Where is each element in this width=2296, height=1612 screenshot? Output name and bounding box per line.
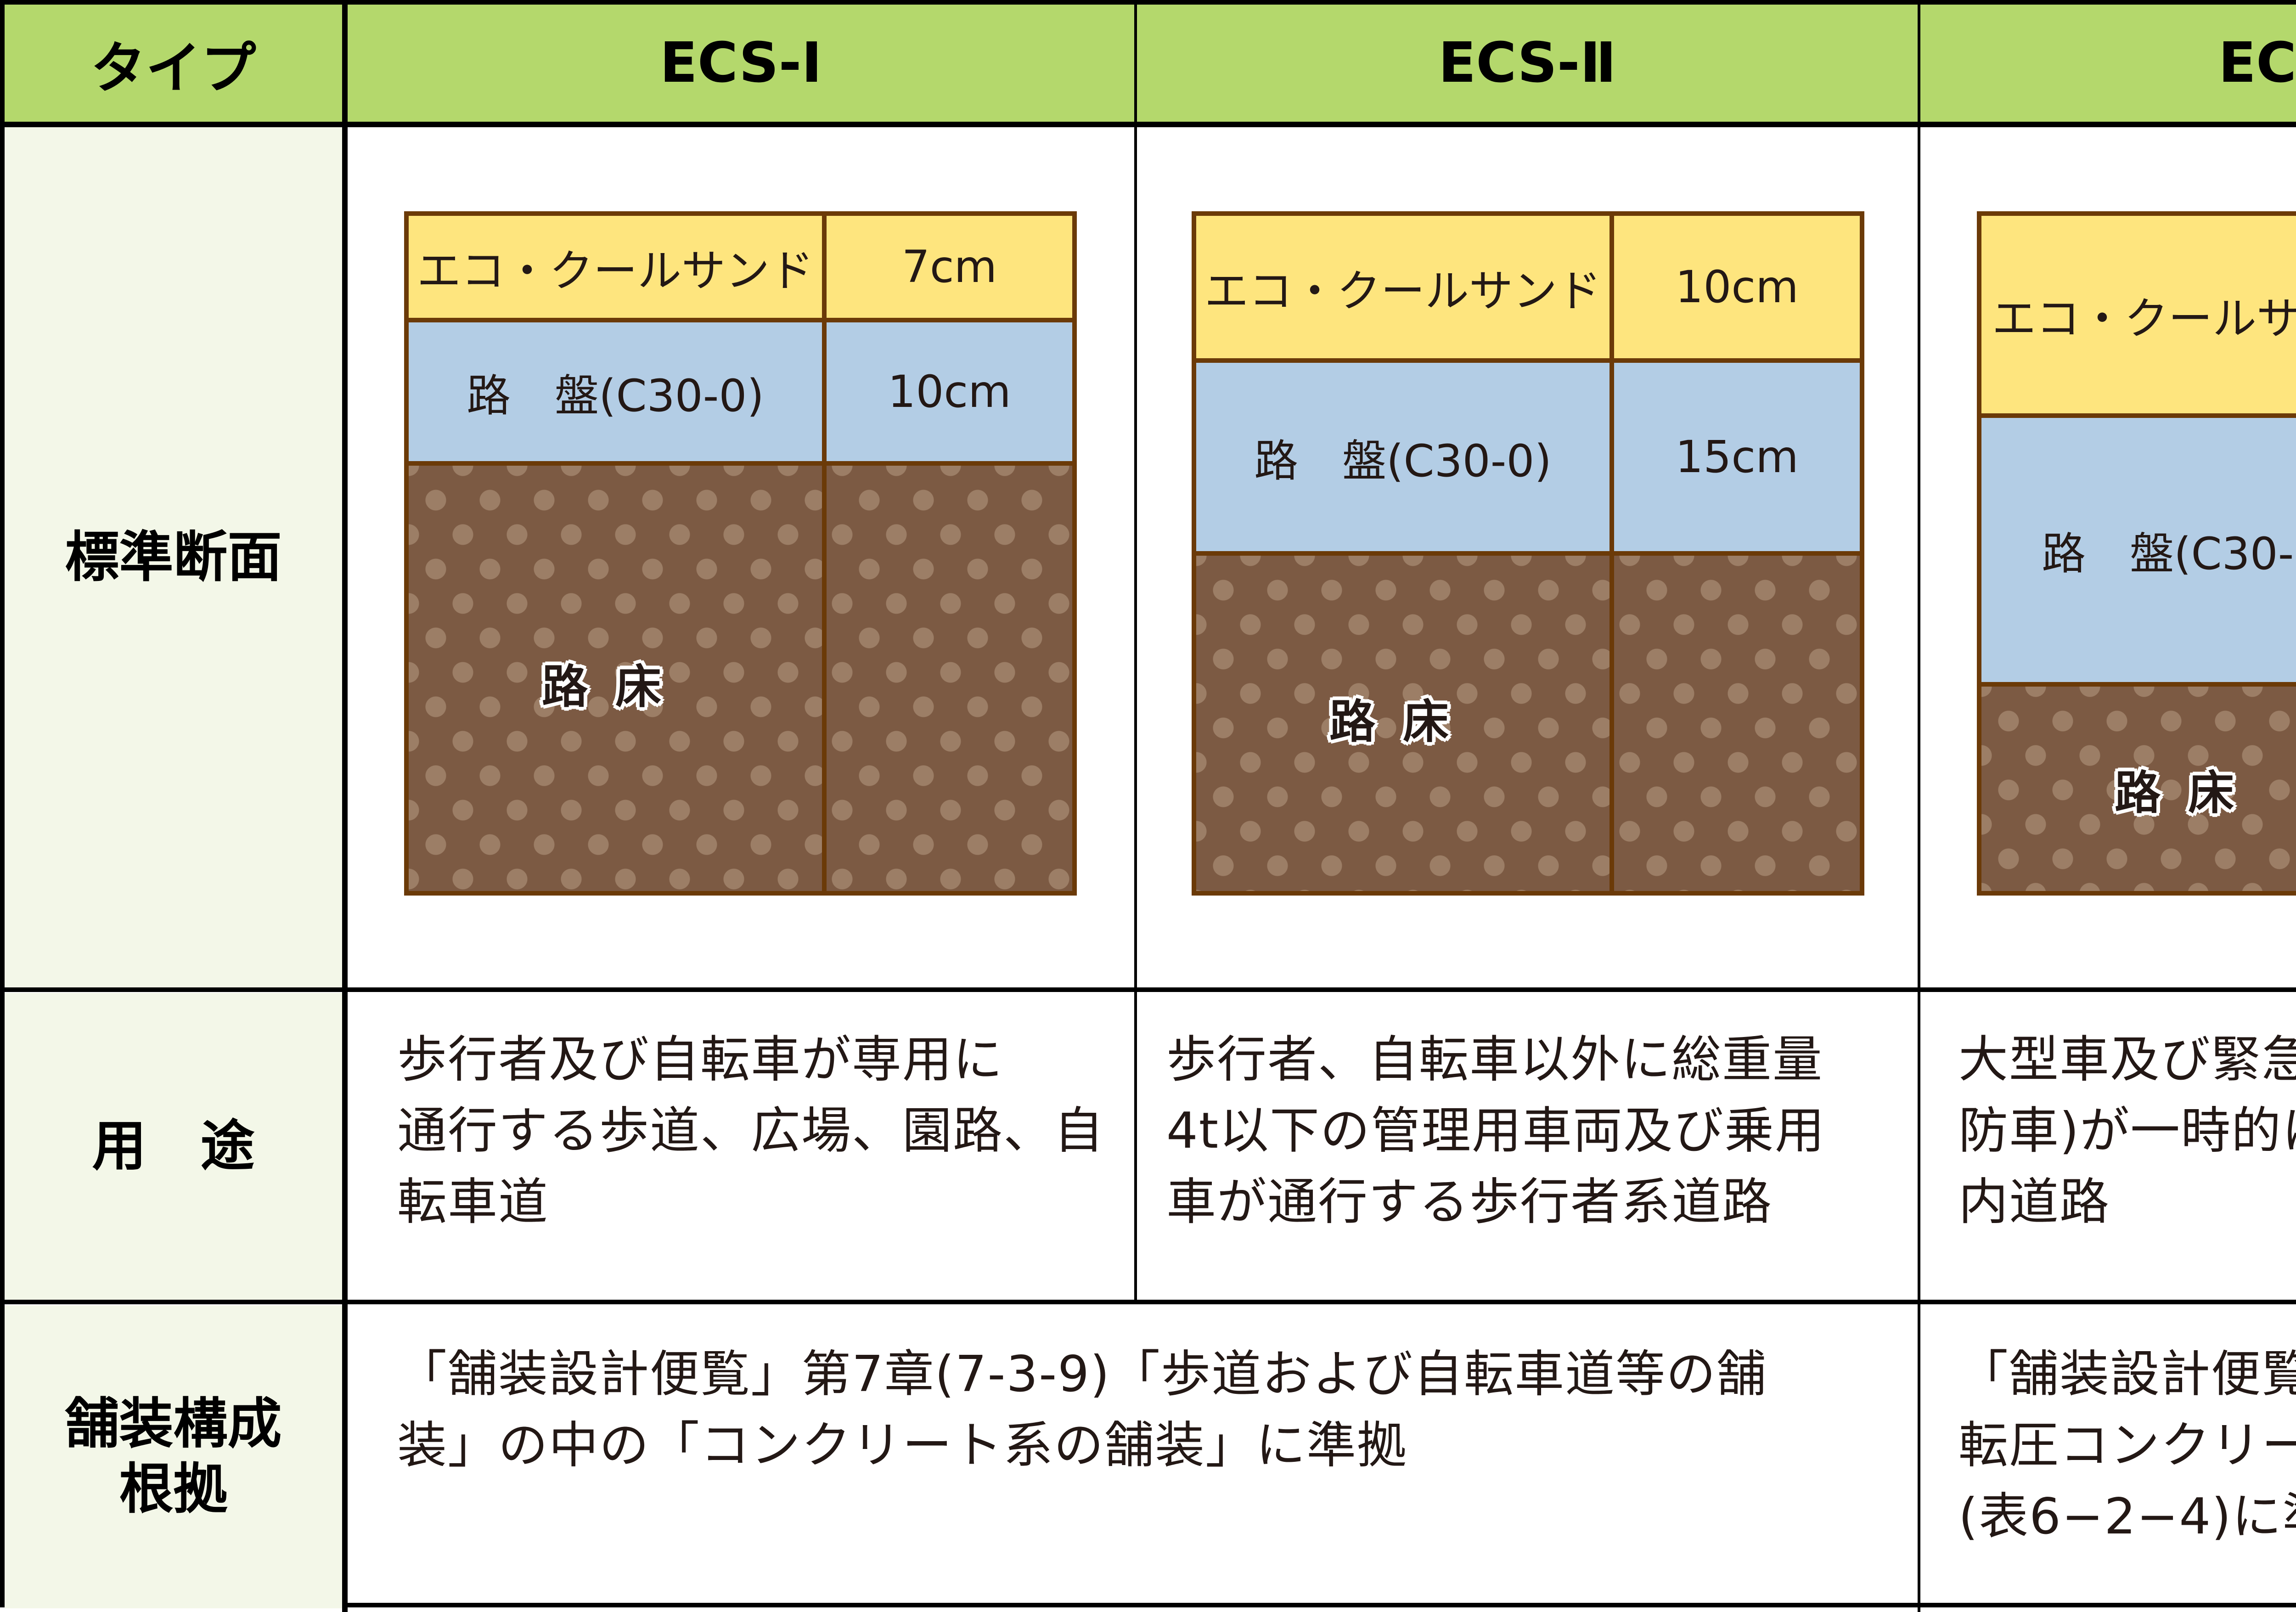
text-line: 車が通行する歩行者系道路 [1166,1173,1773,1231]
header-type-cell: タイプ [5,5,342,122]
divider [5,987,2296,992]
layer-eco-cool-sand: エコ・クールサンド 7cm [409,216,1072,322]
row-label-section: 標準断面 [5,127,342,987]
text-line: 転圧コンクリートの版厚 [1958,1417,2296,1474]
layer-name: 路床 [2115,766,2262,820]
usage-label: 用 途 [92,1114,255,1178]
layer-subgrade: 路床 [1981,687,2296,891]
divider [5,122,2296,127]
text-line: 防車)が一時的に進入する構 [1958,1102,2296,1160]
header-ecs-1-label: ECS-Ⅰ [659,31,822,95]
layer-roadbed-base: 路 盤(C30-0) 25cm [1981,418,2296,687]
usage-ecs-2: 歩行者、自転車以外に総重量 4t以下の管理用車両及び乗用 車が通行する歩行者系道… [1166,1024,1825,1238]
layer-roadbed-base: 路 盤(C30-0) 10cm [409,322,1072,466]
text-line: 転車道 [397,1173,549,1231]
header-ecs-2-label: ECS-Ⅱ [1438,31,1616,95]
layer-thickness: 7cm [822,216,1072,318]
cross-section-ecs-3: エコ・クールサンド 15cm 路 盤(C30-0) 25cm 路床 [1977,211,2296,896]
text-line: 4t以下の管理用車両及び乗用 [1166,1102,1826,1160]
header-ecs-1: ECS-Ⅰ [348,5,1134,122]
divider [1134,5,1137,1304]
cross-section-ecs-2: エコ・クールサンド 10cm 路 盤(C30-0) 15cm 路床 [1192,211,1864,896]
basis-label-line1: 舗装構成 [65,1392,282,1456]
cross-section-ecs-1: エコ・クールサンド 7cm 路 盤(C30-0) 10cm 路床 [404,211,1077,896]
divider [342,5,348,1612]
layer-name: 路 盤(C30-0) [467,370,764,422]
divider [5,1300,2296,1304]
text-line: (表6−2−4)に準拠 [1958,1488,2296,1545]
usage-ecs-3: 大型車及び緊急車両(大型消 防車)が一時的に進入する構 内道路 [1958,1024,2296,1238]
layer-thickness: 10cm [822,322,1072,461]
text-line: 「舗装設計便覧」における [1958,1346,2296,1403]
text-line: 歩行者及び自転車が専用に [397,1031,1004,1088]
layer-thickness: 10cm [1609,216,1860,358]
layer-eco-cool-sand: エコ・クールサンド 10cm [1196,216,1860,363]
layer-thickness: 15cm [1609,363,1860,551]
text-line: 装」の中の「コンクリート系の舗装」に準拠 [397,1417,1408,1474]
layer-name: 路 盤(C30-0) [1254,435,1552,487]
layer-roadbed-base: 路 盤(C30-0) 15cm [1196,363,1860,556]
basis-ecs-3: 「舗装設計便覧」における 転圧コンクリートの版厚 (表6−2−4)に準拠 [1958,1339,2296,1552]
layer-name: エコ・クールサンド [417,245,814,297]
layer-name: 路 盤(C30-0) [2042,528,2296,580]
layer-subgrade: 路床 [409,466,1072,891]
row-label-basis: 舗装構成 根拠 [5,1305,342,1608]
text-line: 歩行者、自転車以外に総重量 [1166,1031,1823,1088]
section-label: 標準断面 [65,525,282,589]
text-line: 内道路 [1958,1173,2110,1231]
layer-subgrade: 路床 [1196,556,1860,891]
layer-name: 路床 [542,660,689,714]
header-ecs-3: ECS-Ⅲ [1920,5,2296,122]
divider [1918,5,1920,1612]
text-line: 大型車及び緊急車両(大型消 [1958,1031,2296,1088]
row-label-usage: 用 途 [5,993,342,1300]
basis-label-line2: 根拠 [119,1457,228,1521]
layer-eco-cool-sand: エコ・クールサンド 15cm [1981,216,2296,418]
text-line: 「舗装設計便覧」第7章(7-3-9)「歩道および自転車道等の舗 [397,1346,1767,1403]
usage-ecs-1: 歩行者及び自転車が専用に 通行する歩道、広場、園路、自 転車道 [397,1024,1104,1238]
text-line: 通行する歩道、広場、園路、自 [397,1102,1105,1160]
layer-name: 路床 [1329,695,1476,749]
basis-ecs-1-2: 「舗装設計便覧」第7章(7-3-9)「歩道および自転車道等の舗 装」の中の「コン… [397,1339,1767,1481]
layer-name: エコ・クールサンド [1992,293,2296,344]
header-ecs-3-label: ECS-Ⅲ [2218,31,2296,95]
header-ecs-2: ECS-Ⅱ [1137,5,1918,122]
layer-name: エコ・クールサンド [1204,265,1601,317]
header-type-label: タイプ [90,36,256,101]
